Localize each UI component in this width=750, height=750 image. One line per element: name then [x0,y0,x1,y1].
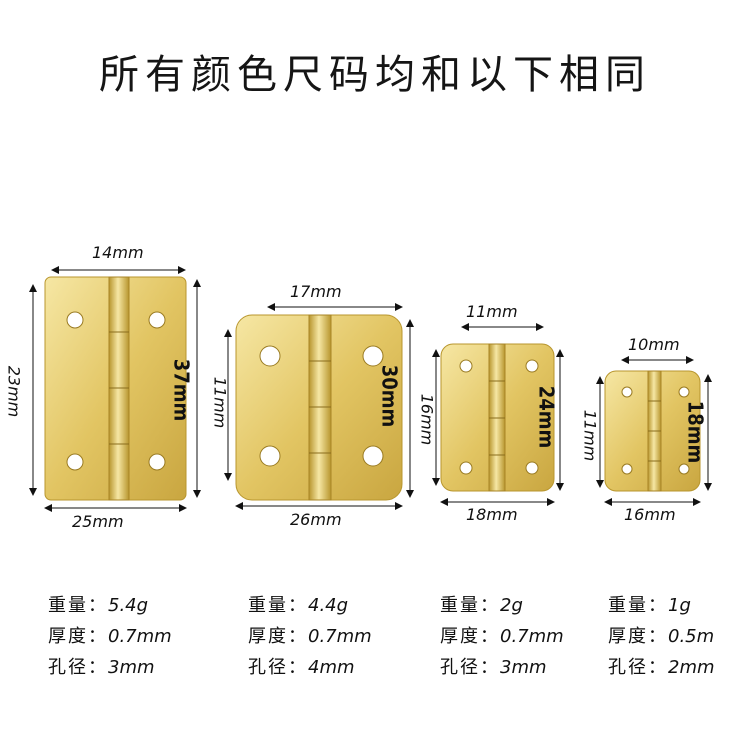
weight-label: 重量： [440,595,500,616]
thickness-value: 0.5m [668,626,715,647]
weight-label: 重量： [248,595,308,616]
hinge-3-hole [459,461,473,475]
page-title: 所有颜色尺码均和以下相同 [99,52,651,98]
weight-value: 5.4g [108,595,149,616]
hinge-1-length-label: 37mm [169,358,194,422]
hole-label: 孔径： [608,657,668,678]
thickness-value: 0.7mm [500,626,564,647]
hinge-1-hole [148,453,166,471]
thickness-value: 0.7mm [108,626,172,647]
weight-label: 重量： [48,595,108,616]
hinge-4-length-label: 18mm [683,400,708,464]
hinge-3-height-label: 16mm [417,393,437,446]
hole-value: 4mm [308,657,355,678]
weight-value: 4.4g [308,595,349,616]
hinge-4-hole [678,463,690,475]
thickness-label: 厚度： [440,626,500,647]
hinge-1-base-label: 25mm [72,512,124,531]
hinge-2-base-label: 26mm [290,510,342,529]
thickness-label: 厚度： [248,626,308,647]
hinge-2-specs: 重量：4.4g 厚度：0.7mm 孔径：4mm [248,590,372,683]
hole-value: 3mm [108,657,155,678]
hinge-3-length-label: 24mm [534,385,559,449]
hinge-2-hole [259,445,281,467]
hinge-4-hole [621,463,633,475]
hinge-2-width-label: 17mm [290,282,342,301]
hinge-1-width-label: 14mm [92,243,144,262]
hinge-2-height-label: 11mm [210,376,230,429]
hinge-1-height-label: 23mm [4,365,24,418]
weight-label: 重量： [608,595,668,616]
hinge-3-hole [525,359,539,373]
hinge-1-hole [66,453,84,471]
hinge-3-width-label: 11mm [466,302,518,321]
hinge-2-hole [259,345,281,367]
hinge-3-specs: 重量：2g 厚度：0.7mm 孔径：3mm [440,590,564,683]
thickness-label: 厚度： [608,626,668,647]
hinge-2 [224,303,414,510]
hinge-3 [432,323,564,506]
thickness-label: 厚度： [48,626,108,647]
hinge-1-hole [66,311,84,329]
hinge-1-hole [148,311,166,329]
hinge-3-hole [525,461,539,475]
hole-label: 孔径： [48,657,108,678]
hinge-4-specs: 重量：1g 厚度：0.5m 孔径：2mm [608,590,715,683]
hinge-1 [29,266,201,512]
hinge-4 [596,356,712,506]
hinge-4-hole [621,386,633,398]
hinge-4-hole [678,386,690,398]
hole-value: 2mm [668,657,715,678]
hinge-4-base-label: 16mm [624,505,676,524]
hole-label: 孔径： [248,657,308,678]
hinge-2-length-label: 30mm [377,364,402,428]
weight-value: 1g [668,595,691,616]
hinge-1-specs: 重量：5.4g 厚度：0.7mm 孔径：3mm [48,590,172,683]
hinge-4-width-label: 10mm [628,335,680,354]
hinge-3-base-label: 18mm [466,505,518,524]
thickness-value: 0.7mm [308,626,372,647]
hinge-2-hole [362,445,384,467]
hole-label: 孔径： [440,657,500,678]
hinge-3-hole [459,359,473,373]
hinge-2-hole [362,345,384,367]
weight-value: 2g [500,595,523,616]
hinge-4-height-label: 11mm [580,409,600,462]
hole-value: 3mm [500,657,547,678]
